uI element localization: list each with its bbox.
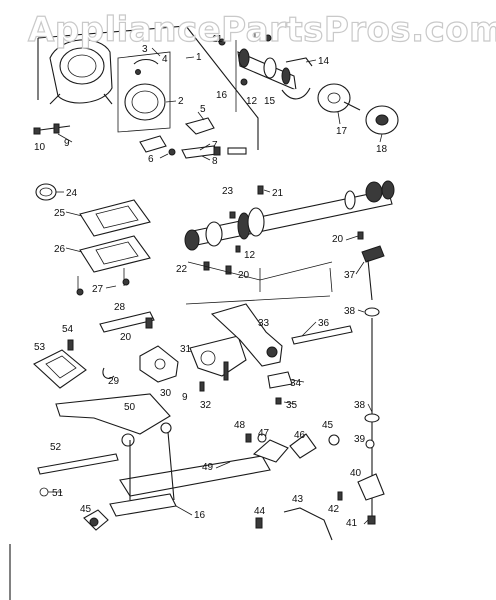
- callout-33: 33: [258, 318, 270, 329]
- callout-37: 37: [344, 270, 356, 281]
- gasket-upper: [79, 199, 151, 237]
- callout-16-lower: 16: [194, 510, 206, 521]
- watermark-text: AppliancePartsPros.com: [27, 9, 496, 50]
- callout-2: 2: [178, 96, 184, 107]
- callout-22: 22: [176, 264, 188, 275]
- part-group-right-rod: [283, 245, 385, 541]
- fork-33: [210, 303, 283, 367]
- callout-17: 17: [336, 126, 348, 137]
- callout-32: 32: [200, 400, 212, 411]
- callout-41: 41: [346, 518, 358, 529]
- callout-4: 4: [162, 54, 168, 65]
- callout-5: 5: [200, 104, 206, 115]
- callout-8: 8: [212, 156, 218, 167]
- callout-7: 7: [212, 140, 218, 151]
- callout-51: 51: [52, 488, 64, 499]
- callout-18: 18: [376, 144, 388, 155]
- knob-37: [361, 245, 385, 263]
- callout-38-upper: 38: [344, 306, 356, 317]
- callout-42: 42: [328, 504, 340, 515]
- bar-49: [119, 455, 271, 497]
- callout-34: 34: [290, 378, 302, 389]
- callout-47: 47: [258, 428, 270, 439]
- part-group-upper-shaft: [218, 34, 399, 135]
- callout-49: 49: [202, 462, 214, 473]
- callout-25: 25: [54, 208, 66, 219]
- plate-53: [33, 349, 87, 389]
- callout-35: 35: [286, 400, 298, 411]
- callout-44: 44: [254, 506, 266, 517]
- callout-13: 13: [252, 30, 264, 41]
- callout-46: 46: [294, 430, 306, 441]
- bracket-40: [357, 473, 385, 501]
- callout-36: 36: [318, 318, 330, 329]
- part-group-plates: [35, 183, 151, 296]
- callout-30: 30: [160, 388, 172, 399]
- part-group-lower: [37, 393, 340, 531]
- callout-53: 53: [34, 342, 46, 353]
- part-group-main-shaft: [184, 180, 395, 293]
- callout-26: 26: [54, 244, 66, 255]
- callout-20-shaft: 20: [332, 234, 344, 245]
- callout-54: 54: [62, 324, 74, 335]
- callout-12: 12: [246, 96, 258, 107]
- arm-50: [55, 393, 171, 435]
- callout-28: 28: [114, 302, 126, 313]
- rod-36: [291, 325, 353, 345]
- callout-40: 40: [350, 468, 362, 479]
- callout-48: 48: [234, 420, 246, 431]
- callout-9: 9: [64, 138, 70, 149]
- callout-52: 52: [50, 442, 62, 453]
- bearing-ring: [124, 83, 166, 121]
- callout-23: 23: [222, 186, 234, 197]
- leader-lines: [48, 47, 383, 525]
- callout-39: 39: [354, 434, 366, 445]
- callout-10: 10: [34, 142, 46, 153]
- callout-43: 43: [292, 494, 304, 505]
- callout-21: 21: [272, 188, 284, 199]
- part-group-1: [33, 25, 259, 159]
- callout-45-right: 45: [322, 420, 334, 431]
- callout-20-pin: 20: [120, 332, 132, 343]
- callout-15: 15: [264, 96, 276, 107]
- lever-31: [189, 335, 247, 377]
- pin-28: [99, 311, 155, 333]
- callout-24: 24: [66, 188, 78, 199]
- callout-11: 11: [212, 34, 223, 45]
- ring-seal: [35, 183, 57, 201]
- hook-disc: [317, 83, 351, 113]
- callout-27: 27: [92, 284, 104, 295]
- gasket-lower: [79, 235, 151, 273]
- shaft-52: [37, 453, 119, 475]
- callout-14: 14: [318, 56, 330, 67]
- callout-labels: 1 2 3 4 5 6 7 8 9 10 11 12 13 14 15 16 1…: [34, 30, 388, 529]
- callout-6: 6: [148, 154, 154, 165]
- callout-31: 31: [180, 344, 192, 355]
- callout-16: 16: [216, 90, 228, 101]
- part-group-53: [33, 339, 87, 389]
- callout-12-shaft: 12: [244, 250, 256, 261]
- callout-9-lower: 9: [182, 392, 188, 403]
- callout-45-left: 45: [80, 504, 92, 515]
- callout-38-lower: 38: [354, 400, 366, 411]
- bracket-30: [139, 345, 179, 383]
- callout-29: 29: [108, 376, 120, 387]
- block-46: [289, 433, 317, 459]
- callout-3: 3: [142, 44, 148, 55]
- callout-1: 1: [196, 52, 202, 63]
- callout-50: 50: [124, 402, 136, 413]
- callout-20-lower: 20: [238, 270, 250, 281]
- part-group-feed: [99, 295, 353, 405]
